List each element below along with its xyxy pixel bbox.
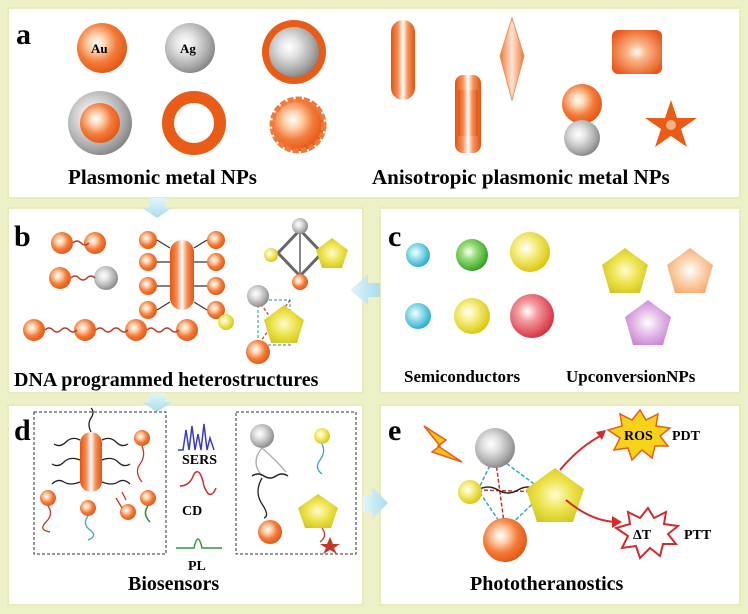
semiconductor-cyan-small (406, 243, 430, 267)
arrow-b-to-d (142, 393, 172, 412)
gold-nanocube (612, 30, 662, 74)
gold-dimer (51, 232, 106, 254)
ptt-label: PTT (684, 528, 712, 543)
rod-satellite-assembly (139, 231, 225, 319)
phototheranostics-caption: Phototheranostics (470, 573, 624, 595)
semiconductor-cyan (405, 303, 431, 329)
lightning-icon (423, 425, 463, 463)
upconversion-orange-pentagon (667, 248, 713, 293)
delta-t-label: ΔT (633, 528, 652, 543)
dna-frame-heterostructure (218, 285, 304, 364)
heat-burst-icon: ΔT (613, 506, 681, 560)
panel-e-letter: e (388, 414, 401, 447)
panel-b-letter: b (14, 220, 31, 253)
gold-silver-dimer (49, 266, 118, 290)
sers-spectrum: SERS (178, 423, 217, 468)
gold-nanorod (391, 20, 415, 100)
semiconductor-yellow-large (510, 232, 550, 272)
upconversion-purple-pentagon (625, 300, 671, 345)
gold-nanoring (162, 91, 226, 155)
ag-label: Ag (180, 41, 196, 56)
janus-dimer (562, 84, 602, 156)
panel-a-letter: a (16, 18, 31, 51)
gold-chain (23, 319, 198, 341)
gold-nanoflower (269, 96, 327, 154)
dna-tetrahedron-assembly (264, 218, 348, 290)
au-label: Au (91, 41, 108, 56)
cd-label: CD (182, 504, 202, 519)
anisotropic-caption: Anisotropic plasmonic metal NPs (372, 165, 670, 189)
rod-biosensor (51, 407, 150, 492)
star-particle-icon (645, 100, 697, 147)
gold-bipyramid (499, 16, 525, 102)
au-nanoparticle: Au (77, 23, 127, 73)
biosensor-box-left (33, 411, 167, 555)
gold-core-silver-shell (68, 91, 132, 155)
arrow-c-to-b (350, 275, 380, 305)
dna-probes-with-targets (40, 490, 156, 541)
semiconductor-green (456, 239, 488, 271)
semiconductors-caption: Semiconductors (404, 367, 521, 386)
dna-programmed-caption: DNA programmed heterostructures (14, 369, 319, 391)
pl-label: PL (188, 559, 206, 574)
panel-c (379, 207, 741, 394)
semiconductor-red (510, 294, 554, 338)
phototheranostic-assembly (458, 428, 584, 562)
ros-arrowhead (596, 430, 606, 440)
heterodimer-biosensor (250, 424, 340, 554)
ag-nanoparticle: Ag (165, 23, 215, 73)
arrow-d-to-e (363, 487, 388, 519)
upconversion-caption: UpconversionNPs (566, 367, 696, 386)
biosensor-box-right (235, 411, 357, 555)
biosensors-caption: Biosensors (128, 573, 219, 595)
semiconductor-yellow (454, 298, 490, 334)
pdt-label: PDT (672, 429, 701, 444)
ros-burst-icon: ROS (606, 408, 672, 462)
gold-dumbbell (455, 75, 481, 153)
ros-label: ROS (624, 429, 653, 444)
panel-d-letter: d (14, 414, 31, 447)
cd-spectrum: CD (179, 471, 217, 519)
panel-c-letter: c (388, 220, 401, 253)
plasmonic-caption: Plasmonic metal NPs (68, 165, 257, 189)
pl-spectrum: PL (176, 538, 222, 574)
silver-core-gold-shell (262, 20, 326, 84)
upconversion-yellow-pentagon (602, 248, 648, 293)
arrow-a-to-b (142, 198, 172, 218)
sers-label: SERS (182, 453, 217, 468)
heat-arrowhead (612, 516, 622, 528)
